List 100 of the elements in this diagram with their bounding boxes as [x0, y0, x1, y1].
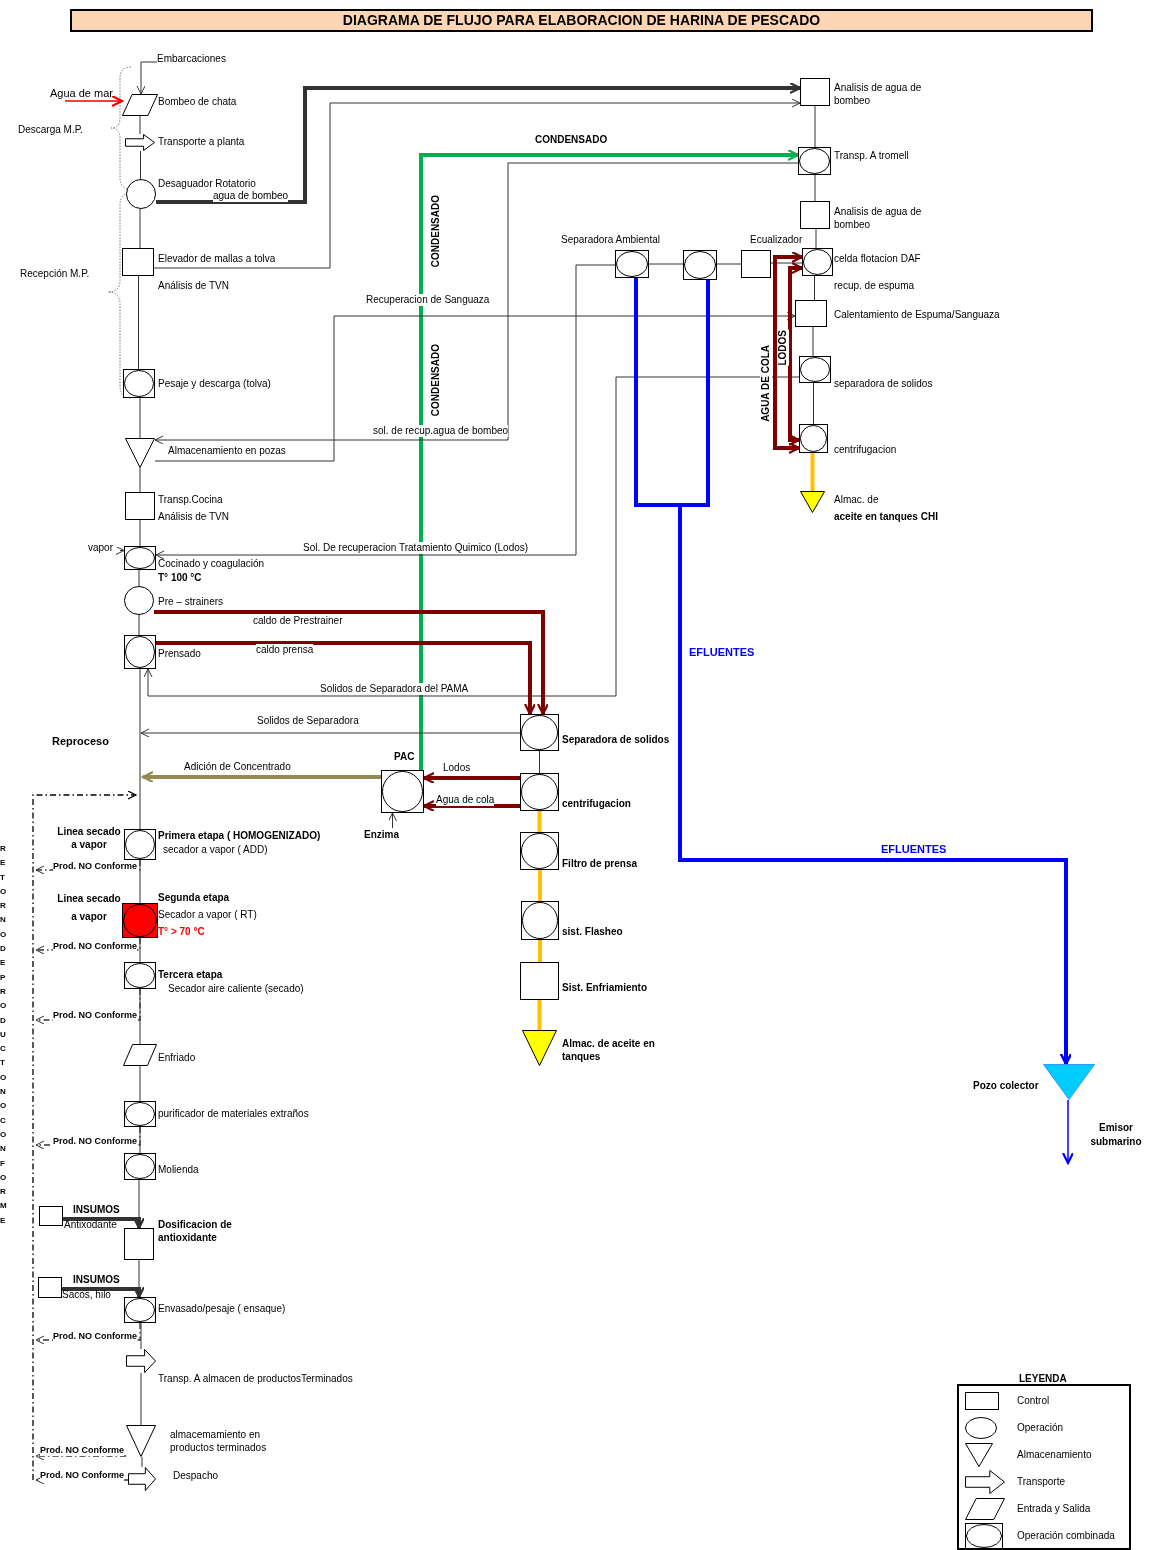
- flow-arrow: [787, 261, 804, 447]
- combined-operation-symbol: [799, 356, 831, 383]
- outlet-label: Emisor submarino: [1089, 1121, 1143, 1149]
- flow-line: [815, 228, 817, 249]
- flow-arrow: [115, 546, 125, 555]
- edge-label: INSUMOS: [73, 1204, 120, 1216]
- vertical-title: RETORNO DE PRODUCTO NO CONFORME: [0, 843, 7, 1227]
- combined-operation-symbol: [123, 369, 155, 398]
- flow-arrow: [62, 1285, 146, 1299]
- combined-operation-symbol: [124, 546, 156, 570]
- step-label: sist. Flasheo: [562, 925, 623, 938]
- legend-text: Entrada y Salida: [1017, 1502, 1091, 1516]
- flow-line: [814, 174, 816, 202]
- legend-text: Control: [1017, 1394, 1050, 1408]
- edge-label: Prod. NO Conforme: [53, 860, 137, 872]
- edge-label: Solidos de Separadora del PAMA: [320, 683, 469, 695]
- transport-symbol: [126, 1349, 156, 1373]
- legend-title: LEYENDA: [1019, 1372, 1067, 1386]
- combined-operation-symbol: [122, 903, 158, 938]
- control-box: [795, 300, 827, 327]
- input-output-parallelogram: [123, 1044, 157, 1066]
- step-label: Despacho: [173, 1469, 219, 1482]
- edge-label: Prod. NO Conforme: [53, 940, 137, 952]
- legend-text: Operación combinada: [1017, 1529, 1115, 1543]
- step-label: purificador de materiales extraños: [158, 1107, 309, 1120]
- combined-operation-symbol: [802, 248, 833, 276]
- flow-line: [138, 614, 140, 636]
- storage-triangle: [800, 491, 825, 513]
- combined-operation-symbol: [124, 829, 156, 860]
- step-label: Análisis de TVN: [158, 279, 229, 292]
- step-label: secador a vapor ( ADD): [163, 843, 268, 856]
- flow-line: [814, 105, 816, 148]
- step-label: Sacos, hilo: [62, 1288, 111, 1301]
- step-label: Analisis de agua de bombeo: [834, 205, 923, 231]
- step-label: separadora de solidos: [834, 377, 933, 390]
- step-label: Elevador de mallas a tolva: [158, 252, 276, 265]
- step-label: Pesaje y descarga (tolva): [158, 377, 271, 390]
- step-label: Análisis de TVN: [158, 510, 229, 523]
- control-box: [800, 78, 830, 106]
- control-box: [124, 1228, 154, 1260]
- flow-line: [140, 150, 141, 180]
- edge-label: caldo de Prestrainer: [253, 615, 343, 627]
- step-label: Ecualizador: [750, 233, 803, 246]
- step-label: Separadora de solidos: [562, 733, 670, 746]
- flow-line: [139, 668, 141, 830]
- edge-label: Prod. NO Conforme: [40, 1444, 124, 1456]
- control-box: [520, 962, 559, 1000]
- line-label: Linea secado a vapor: [56, 825, 122, 851]
- step-label: PAC: [394, 750, 415, 763]
- flow-line: [140, 1322, 142, 1350]
- flow-line: [537, 811, 542, 832]
- step-label: celda flotacion DAF: [834, 252, 921, 265]
- edge-label: EFLUENTES: [689, 646, 755, 658]
- step-label: Cocinado y coagulación: [158, 557, 265, 570]
- step-label: Pozo colector: [973, 1079, 1039, 1092]
- storage-triangle: [125, 438, 155, 468]
- edge-label: AGUA DE COLA: [760, 345, 772, 422]
- step-label: Transporte a planta: [158, 135, 245, 148]
- flow-label: Enzima: [364, 828, 404, 842]
- step-label: Separadora Ambiental: [561, 233, 660, 246]
- flow-line: [538, 940, 542, 962]
- flow-label: vapor: [88, 541, 120, 555]
- step-label: Transp.Cocina: [158, 493, 223, 506]
- edge-label: Adición de Concentrado: [184, 761, 291, 773]
- step-label: recup. de espuma: [834, 279, 915, 292]
- flow-line: [810, 453, 815, 491]
- step-label: Dosificacion de antioxidante: [158, 1218, 233, 1244]
- flow-line: [139, 208, 141, 249]
- flow-arrow: [154, 311, 796, 462]
- flow-line: [139, 519, 141, 547]
- combined-operation-symbol: [124, 1101, 156, 1127]
- flow-line: [539, 750, 540, 774]
- flow-arrow: [63, 1216, 146, 1230]
- step-label: Envasado/pesaje ( ensaque): [158, 1302, 286, 1315]
- step-label: Filtro de prensa: [562, 857, 637, 870]
- combined-operation-symbol: [520, 773, 559, 811]
- step-label: Desaguador Rotatorio: [158, 177, 256, 190]
- step-label: Prensado: [158, 647, 201, 660]
- flow-line: [814, 275, 815, 301]
- flow-line: [140, 1372, 142, 1426]
- edge-label: sol. de recup.agua de bombeo: [373, 425, 509, 437]
- edge-label: Sol. De recuperacion Tratamiento Quimico (Lodos): [303, 542, 529, 554]
- section-label: Descarga M.P.: [18, 123, 83, 137]
- combined-operation-symbol: [124, 1297, 156, 1323]
- flow-arrow: [136, 61, 158, 95]
- flow-arrow: [154, 610, 550, 716]
- step-label: aceite en tanques CHI: [834, 510, 938, 523]
- step-label: Analisis de agua de bombeo: [834, 81, 923, 107]
- control-box: [39, 1206, 63, 1226]
- edge-label: Prod. NO Conforme: [40, 1469, 124, 1481]
- input-output-parallelogram: [122, 94, 158, 116]
- edge-label: caldo prensa: [256, 644, 314, 656]
- transport-symbol: [128, 1467, 156, 1491]
- step-label: Calentamiento de Espuma/Sanguaza: [834, 308, 1000, 321]
- combined-operation-symbol: [124, 635, 156, 669]
- flow-arrow: [773, 250, 804, 455]
- operation-circle: [126, 179, 156, 209]
- control-box: [38, 1277, 62, 1298]
- flow-label: Agua de mar: [50, 86, 118, 100]
- flow-arrow: [141, 770, 381, 784]
